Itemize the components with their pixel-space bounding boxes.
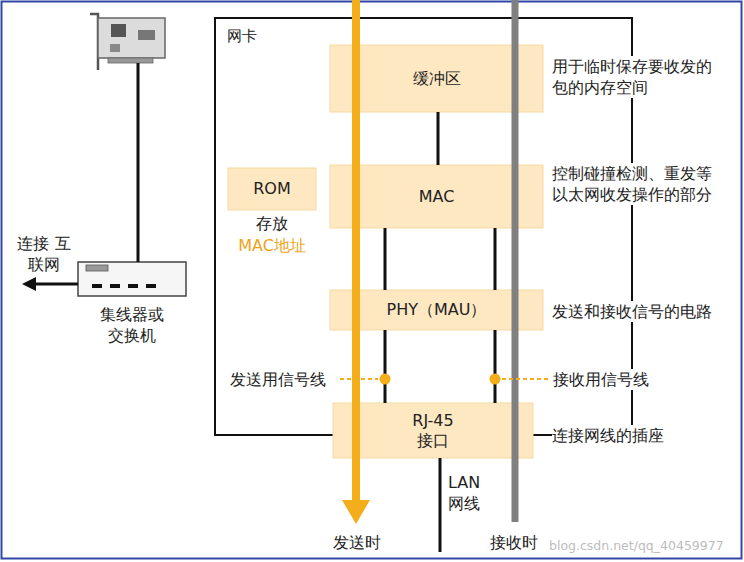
box-label: MAC — [419, 187, 455, 207]
internet-label: 连接 互联网 — [16, 233, 72, 275]
signal-wire — [384, 330, 387, 403]
buffer-box-shape — [330, 45, 543, 112]
box-label: ROM — [253, 179, 291, 199]
rom-note: 存放 — [228, 213, 316, 234]
card-cable — [137, 63, 140, 262]
rj45-box-shape — [333, 403, 533, 458]
hub-box: 集线器或 交换机 — [78, 262, 186, 296]
hub-panel — [86, 265, 108, 271]
card-chip — [110, 44, 120, 52]
frame-heading: 网卡 — [227, 26, 257, 46]
rom-box: ROM — [228, 168, 316, 210]
card-chip — [138, 30, 155, 40]
receive-flow-line — [512, 0, 519, 522]
rj45-box: RJ-45 接口 — [333, 403, 533, 458]
card-bracket — [90, 14, 98, 70]
signal-label: 发送用信号线 — [230, 369, 326, 390]
signal-wire — [384, 228, 387, 290]
phy-box: PHY（MAU） — [330, 290, 543, 330]
flow-label: 发送时 — [333, 532, 381, 553]
rom-box-shape — [228, 168, 316, 210]
device-label: 集线器或 交换机 — [94, 304, 170, 346]
phy-box-shape — [330, 290, 543, 330]
mac-box-shape — [330, 165, 543, 228]
cable-label: LAN 网线 — [448, 472, 492, 514]
description: 用于临时保存要收发的 包的内存空间 — [552, 56, 726, 98]
hub-port — [146, 284, 156, 288]
watermark: blog.csdn.net/qq_40459977 — [549, 535, 724, 556]
card-chip — [111, 24, 126, 37]
connectors — [385, 112, 495, 403]
hub-port — [92, 284, 102, 288]
hub-port — [128, 284, 138, 288]
box-label: PHY（MAU） — [387, 300, 487, 320]
card-edge-connector — [108, 58, 153, 63]
signal-wire — [494, 330, 497, 403]
description: 控制碰撞检测、重发等 以太网收发操作的部分 — [552, 163, 726, 205]
description: 发送和接收信号的电路 — [552, 301, 712, 322]
signal-wire — [494, 228, 497, 290]
box-label: 缓冲区 — [413, 69, 461, 89]
box-label: RJ-45 接口 — [402, 411, 464, 451]
hub-box-shape — [78, 262, 186, 296]
signal-wire — [437, 112, 440, 165]
internet-arrowhead — [22, 277, 36, 291]
send-flow-arrowhead — [342, 500, 370, 524]
signal-dot — [380, 374, 391, 385]
lan-cable — [439, 458, 442, 552]
signal-label: 接收用信号线 — [553, 369, 649, 390]
signal-dot — [490, 374, 501, 385]
signal-dots — [380, 374, 501, 385]
internet-arrow — [34, 283, 78, 286]
rom-note: MAC地址 — [228, 235, 316, 256]
mac-box: MAC — [330, 165, 543, 228]
send-flow-arrow — [352, 0, 360, 502]
card-board — [98, 18, 165, 58]
hub-port — [110, 284, 120, 288]
leader-line — [502, 378, 548, 380]
description: 连接网线的插座 — [552, 425, 664, 446]
flow-label: 接收时 — [490, 532, 538, 553]
buffer-box: 缓冲区 — [330, 45, 543, 112]
leader-line — [340, 378, 378, 380]
